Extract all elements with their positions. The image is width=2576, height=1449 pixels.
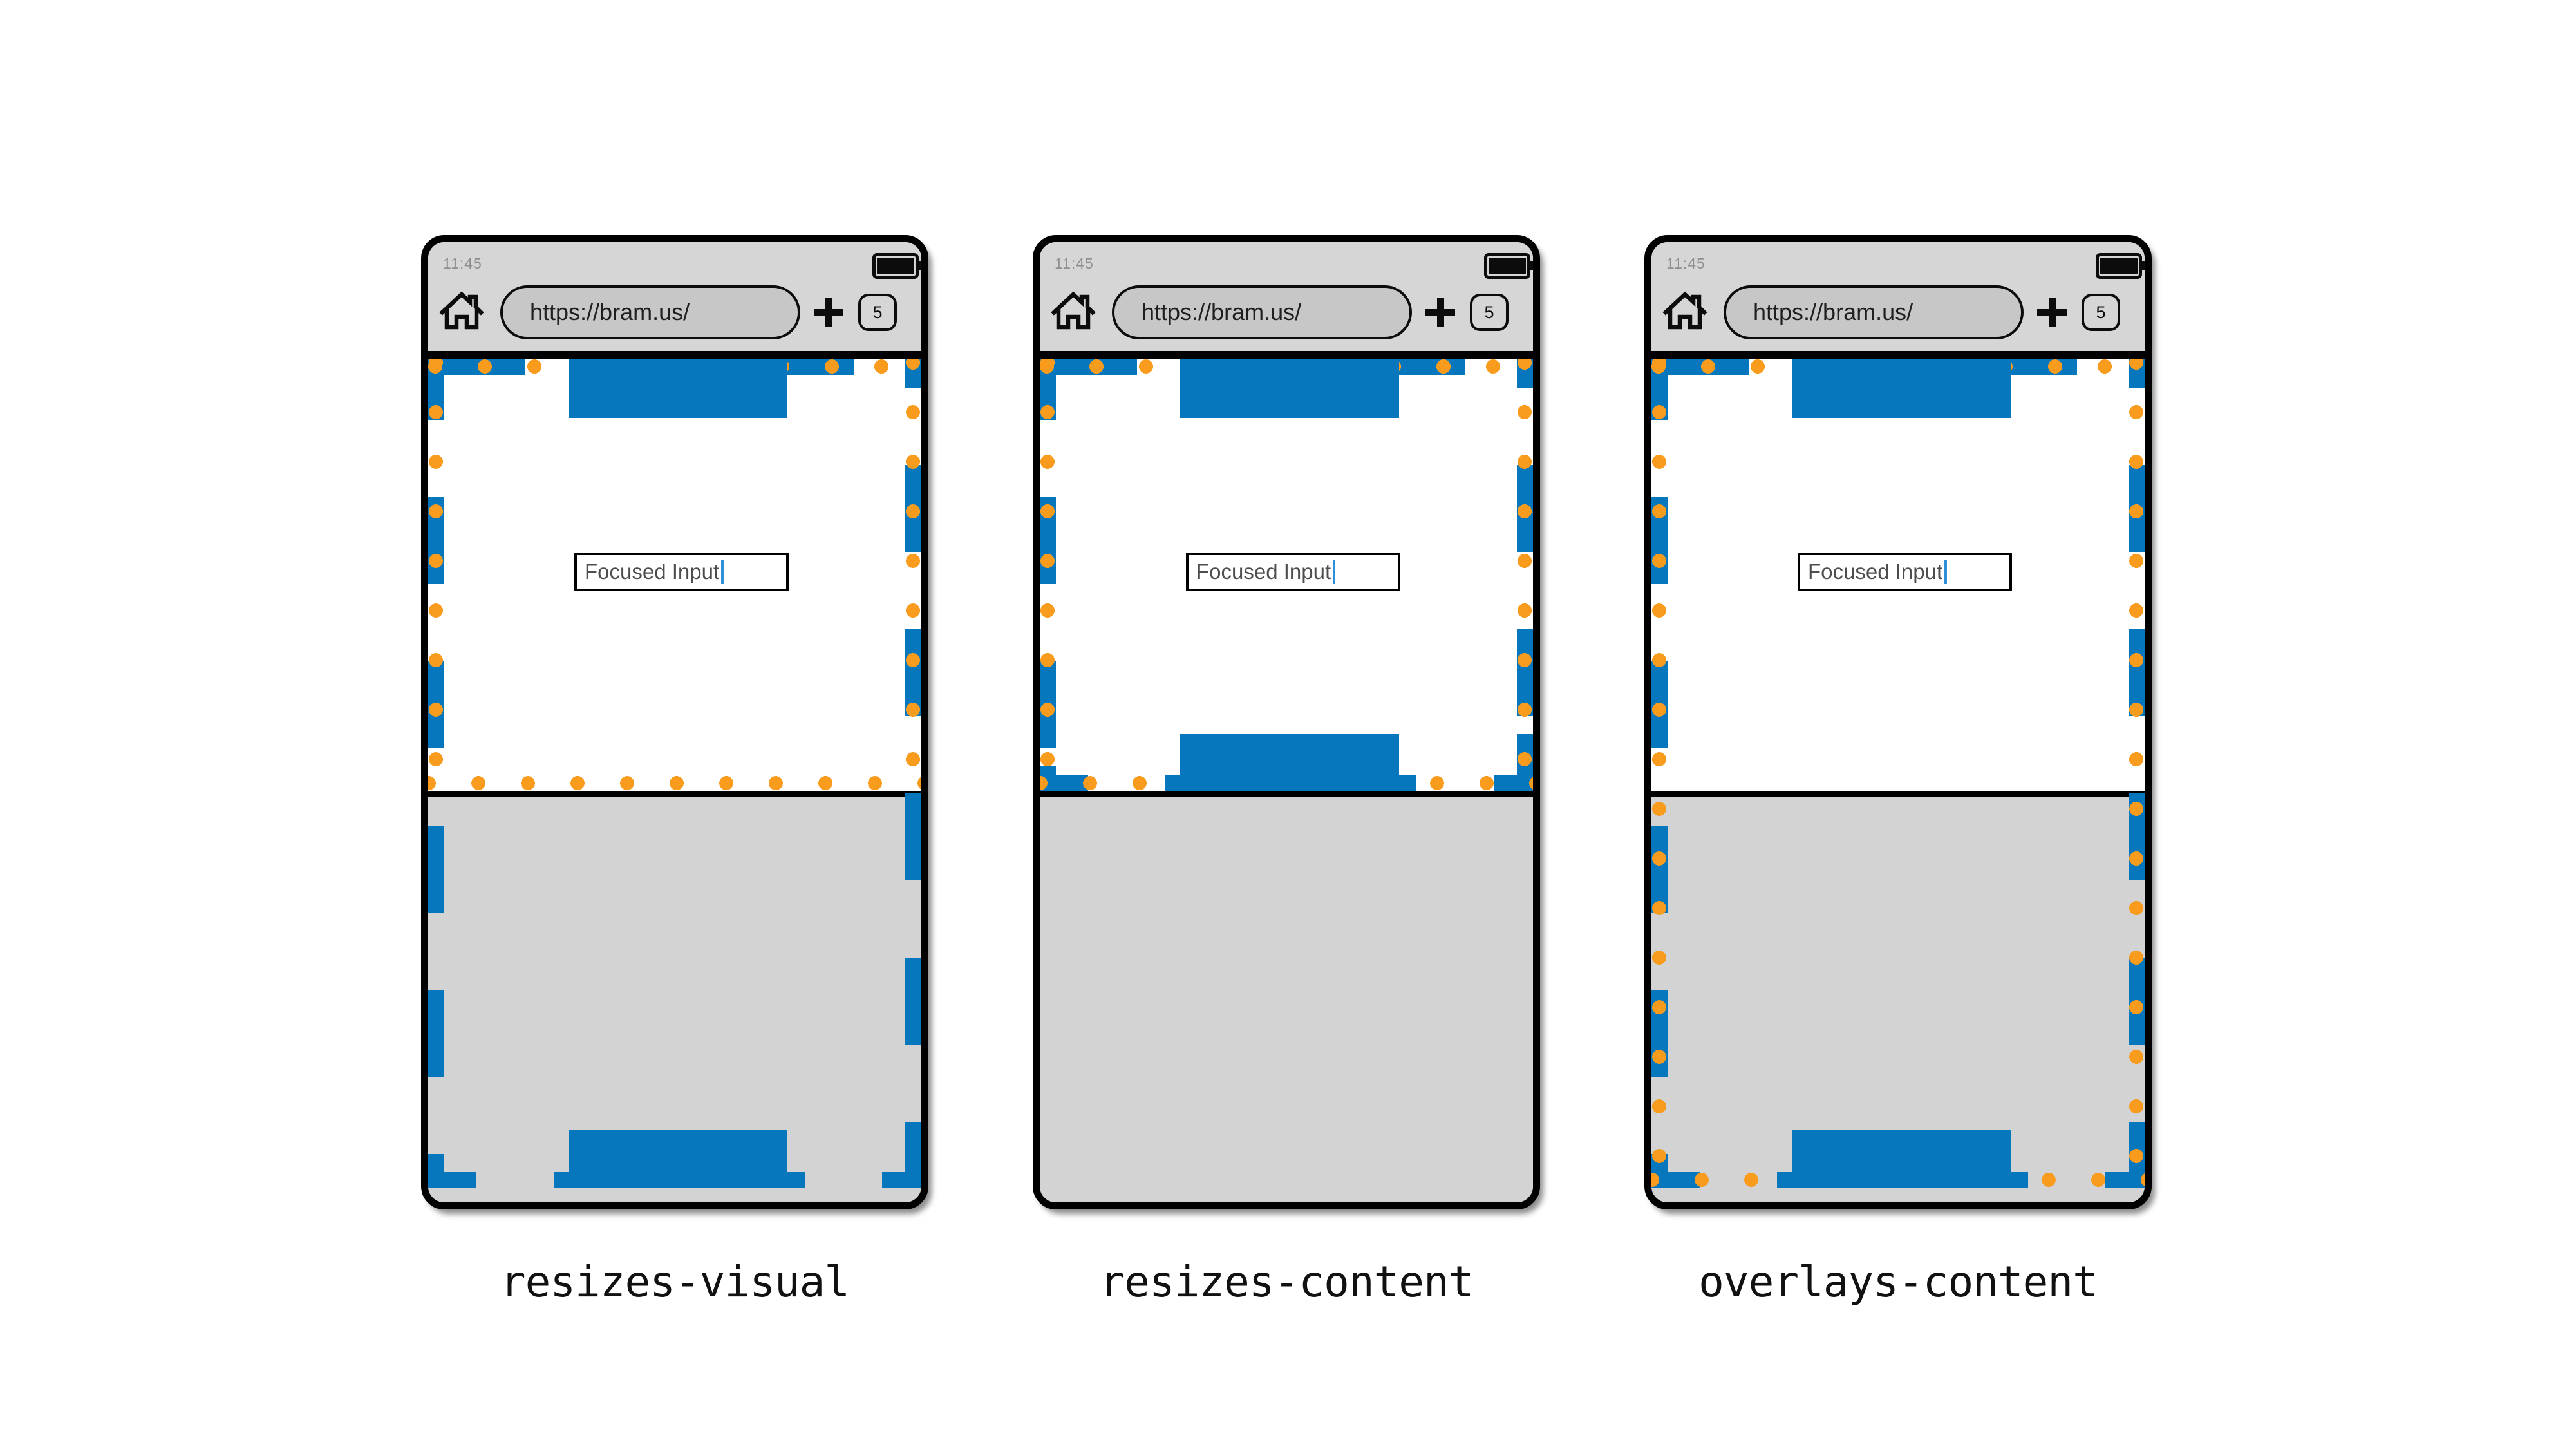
input-text: Focused Input — [1196, 560, 1331, 583]
text-caret — [1944, 560, 1948, 584]
virtual-keyboard-area — [1040, 797, 1533, 1202]
input-text: Focused Input — [1808, 560, 1943, 583]
mode-label: overlays-content — [1698, 1257, 2098, 1307]
focused-input[interactable]: Focused Input — [1186, 553, 1400, 591]
page-header-bar — [1180, 359, 1399, 418]
input-text: Focused Input — [585, 560, 720, 583]
keyboard-top-edge — [1651, 791, 2145, 797]
url-bar[interactable]: https://bram.us/ — [500, 285, 800, 339]
keyboard-top-edge — [1040, 791, 1533, 797]
status-time: 11:45 — [443, 255, 482, 272]
text-caret — [1333, 560, 1336, 584]
visual-viewport-dotted-border-bottom — [428, 775, 921, 791]
toolbar-separator — [1040, 351, 1533, 359]
focused-input[interactable]: Focused Input — [574, 553, 789, 591]
visual-viewport-dotted-border-right — [905, 359, 921, 791]
plus-new-tab-icon[interactable] — [814, 298, 843, 327]
url-bar[interactable]: https://bram.us/ — [1724, 285, 2024, 339]
mode-label: resizes-visual — [500, 1257, 850, 1307]
battery-nub — [2141, 261, 2145, 270]
battery-fill — [2100, 258, 2138, 274]
tab-count: 5 — [2096, 302, 2106, 322]
visual-viewport-dotted-border-right — [2129, 359, 2145, 1188]
visual-viewport-dotted-border-left — [1651, 359, 1668, 1188]
page-footer-bar — [569, 1130, 787, 1188]
plus-new-tab-icon[interactable] — [2037, 298, 2067, 327]
tab-count: 5 — [872, 302, 883, 322]
page-header-bar — [569, 359, 787, 418]
keyboard-top-edge — [428, 791, 921, 797]
phone-mockup: 11:45 https://bram.us/ — [421, 235, 928, 1209]
tab-counter-button[interactable]: 5 — [1470, 294, 1509, 331]
phone-mockup: 11:45 https://bram.us/ — [1644, 235, 2152, 1209]
viewport-illustration: Focused Input — [428, 359, 921, 1202]
page-header-bar — [1792, 359, 2011, 418]
battery-icon — [1484, 253, 1533, 279]
tab-count: 5 — [1484, 302, 1494, 322]
battery-icon — [872, 253, 921, 279]
plus-vertical-bar — [825, 298, 832, 327]
battery-nub — [918, 261, 921, 270]
viewport-illustration: Focused Input — [1651, 359, 2145, 1202]
focused-input[interactable]: Focused Input — [1798, 553, 2012, 591]
home-icon[interactable] — [438, 290, 485, 331]
phone-mockup: 11:45 https://bram.us/ — [1033, 235, 1540, 1209]
page-footer-bar — [1180, 734, 1399, 791]
plus-vertical-bar — [2049, 298, 2056, 327]
url-bar[interactable]: https://bram.us/ — [1112, 285, 1412, 339]
url-text: https://bram.us/ — [1753, 299, 1913, 325]
phone-column: 11:45 https://bram.us/ — [1033, 235, 1540, 1307]
phone-column: 11:45 https://bram.us/ — [1644, 235, 2152, 1307]
url-text: https://bram.us/ — [530, 299, 690, 325]
page-footer-bar — [1792, 1130, 2011, 1188]
tab-counter-button[interactable]: 5 — [2082, 294, 2120, 331]
battery-fill — [1489, 258, 1526, 274]
status-time: 11:45 — [1055, 255, 1094, 272]
battery-nub — [1530, 261, 1533, 270]
plus-vertical-bar — [1437, 298, 1444, 327]
browser-chrome: 11:45 https://bram.us/ — [428, 242, 921, 351]
url-text: https://bram.us/ — [1142, 299, 1302, 325]
tab-counter-button[interactable]: 5 — [858, 294, 897, 331]
battery-fill — [877, 258, 914, 274]
home-icon[interactable] — [1049, 290, 1097, 331]
visual-viewport-dotted-border-left — [1040, 359, 1056, 791]
browser-chrome: 11:45 https://bram.us/ — [1040, 242, 1533, 351]
toolbar-separator — [1651, 351, 2145, 359]
phone-column: 11:45 https://bram.us/ — [421, 235, 928, 1307]
status-time: 11:45 — [1666, 255, 1706, 272]
home-icon[interactable] — [1661, 290, 1709, 331]
text-caret — [721, 560, 724, 584]
mode-label: resizes-content — [1099, 1257, 1474, 1307]
plus-new-tab-icon[interactable] — [1425, 298, 1455, 327]
viewport-illustration: Focused Input — [1040, 359, 1533, 1202]
browser-chrome: 11:45 https://bram.us/ — [1651, 242, 2145, 351]
battery-icon — [2096, 253, 2145, 279]
visual-viewport-dotted-border-right — [1517, 359, 1533, 791]
visual-viewport-dotted-border-left — [428, 359, 444, 791]
toolbar-separator — [428, 351, 921, 359]
